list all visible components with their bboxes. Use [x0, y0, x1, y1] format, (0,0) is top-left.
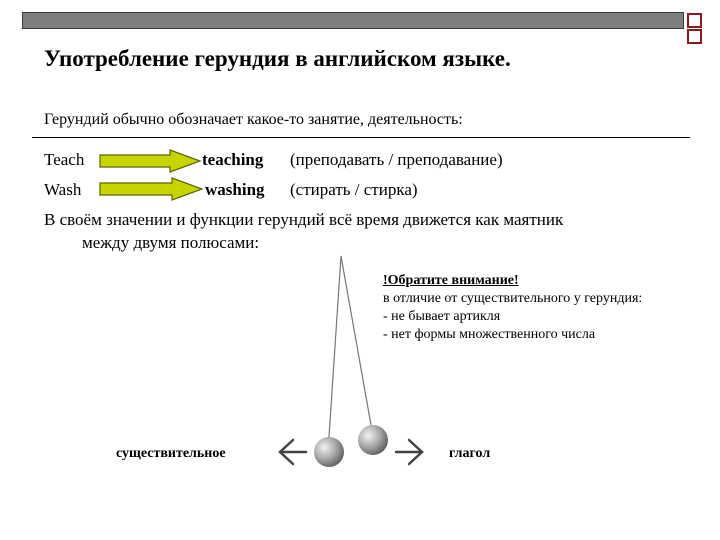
example-gerund: teaching: [202, 150, 264, 169]
right-arrow-icon: [99, 149, 202, 173]
example-translation: (преподавать / преподавание): [290, 150, 503, 169]
pole-label-noun: существительное: [116, 446, 226, 461]
note-title: !Обратите внимание!: [383, 273, 519, 288]
pole-label-verb: глагол: [449, 446, 491, 461]
note-line: в отличие от существительного у герундия…: [383, 291, 643, 306]
slide-title: Употребление герундия в английском языке…: [44, 46, 511, 71]
arrow-right-icon: [394, 438, 424, 466]
pendulum-ball-icon: [314, 437, 344, 467]
example-verb: Wash: [44, 180, 82, 199]
subtitle: Герундий обычно обозначает какое-то заня…: [44, 111, 463, 128]
example-gerund: washing: [205, 180, 265, 199]
example-verb: Teach: [44, 150, 85, 169]
pendulum-string: [340, 255, 372, 426]
example-translation: (стирать / стирка): [290, 180, 418, 199]
arrow-left-icon: [278, 438, 308, 466]
pendulum-string: [328, 255, 342, 438]
header-bar: [22, 12, 684, 29]
pendulum-text-line2: между двумя полюсами:: [82, 233, 260, 252]
divider: [32, 137, 690, 138]
note-line: - не бывает артикля: [383, 309, 501, 324]
right-arrow-icon: [99, 177, 204, 201]
note-block: !Обратите внимание! в отличие от существ…: [383, 272, 642, 344]
corner-square-icon: [687, 29, 702, 44]
pendulum-ball-icon: [358, 425, 388, 455]
note-line: - нет формы множественного числа: [383, 327, 596, 342]
pendulum-text-line1: В своём значении и функции герундий всё …: [44, 210, 564, 229]
corner-square-icon: [687, 13, 702, 28]
